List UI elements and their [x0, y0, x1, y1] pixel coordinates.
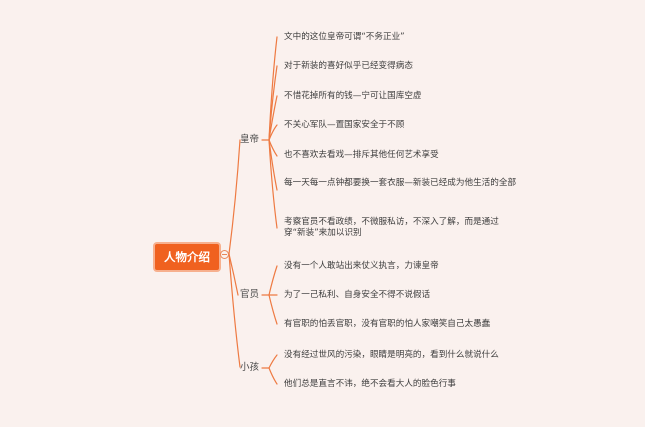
collapse-toggle-icon[interactable] [220, 250, 229, 259]
leaf-node[interactable]: 对于新装的喜好似乎已经变得病态 [284, 61, 413, 71]
leaf-node[interactable]: 没有经过世风的污染，眼睛是明亮的，看到什么就说什么 [284, 350, 499, 360]
leaf-node[interactable]: 每一天每一点钟都要换一套衣服—新装已经成为他生活的全部 [284, 178, 517, 188]
branch-label: 小孩 [240, 362, 260, 373]
leaf-node[interactable]: 也不喜欢去看戏—排斥其他任何艺术享受 [284, 150, 439, 160]
root-node-label: 人物介绍 [164, 250, 210, 264]
branch-label: 皇帝 [240, 134, 260, 145]
branch-label: 官员 [240, 289, 260, 300]
leaf-node[interactable]: 考察官员不看政绩，不微服私访，不深入了解，而是通过穿“新装”来加以识别 [284, 217, 499, 238]
branch-node-child[interactable]: 小孩 [240, 362, 259, 374]
leaf-node[interactable]: 文中的这位皇帝可谓“不务正业” [284, 32, 405, 42]
leaf-node[interactable]: 有官职的怕丢官职，没有官职的怕人家嘲笑自己太愚蠢 [284, 319, 491, 329]
leaf-node[interactable]: 不关心军队—置国家安全于不顾 [284, 120, 405, 130]
branch-node-emperor[interactable]: 皇帝 [240, 134, 259, 146]
leaf-node[interactable]: 没有一个人敢站出来仗义执言，力谏皇帝 [284, 261, 439, 271]
leaf-node[interactable]: 他们总是直言不讳，绝不会看大人的脸色行事 [284, 379, 456, 389]
root-node[interactable]: 人物介绍 [153, 242, 221, 272]
leaf-node[interactable]: 为了一己私利、自身安全不得不说假话 [284, 290, 431, 300]
branch-node-officials[interactable]: 官员 [240, 289, 259, 301]
leaf-node[interactable]: 不惜花掉所有的钱—宁可让国库空虚 [284, 91, 422, 101]
